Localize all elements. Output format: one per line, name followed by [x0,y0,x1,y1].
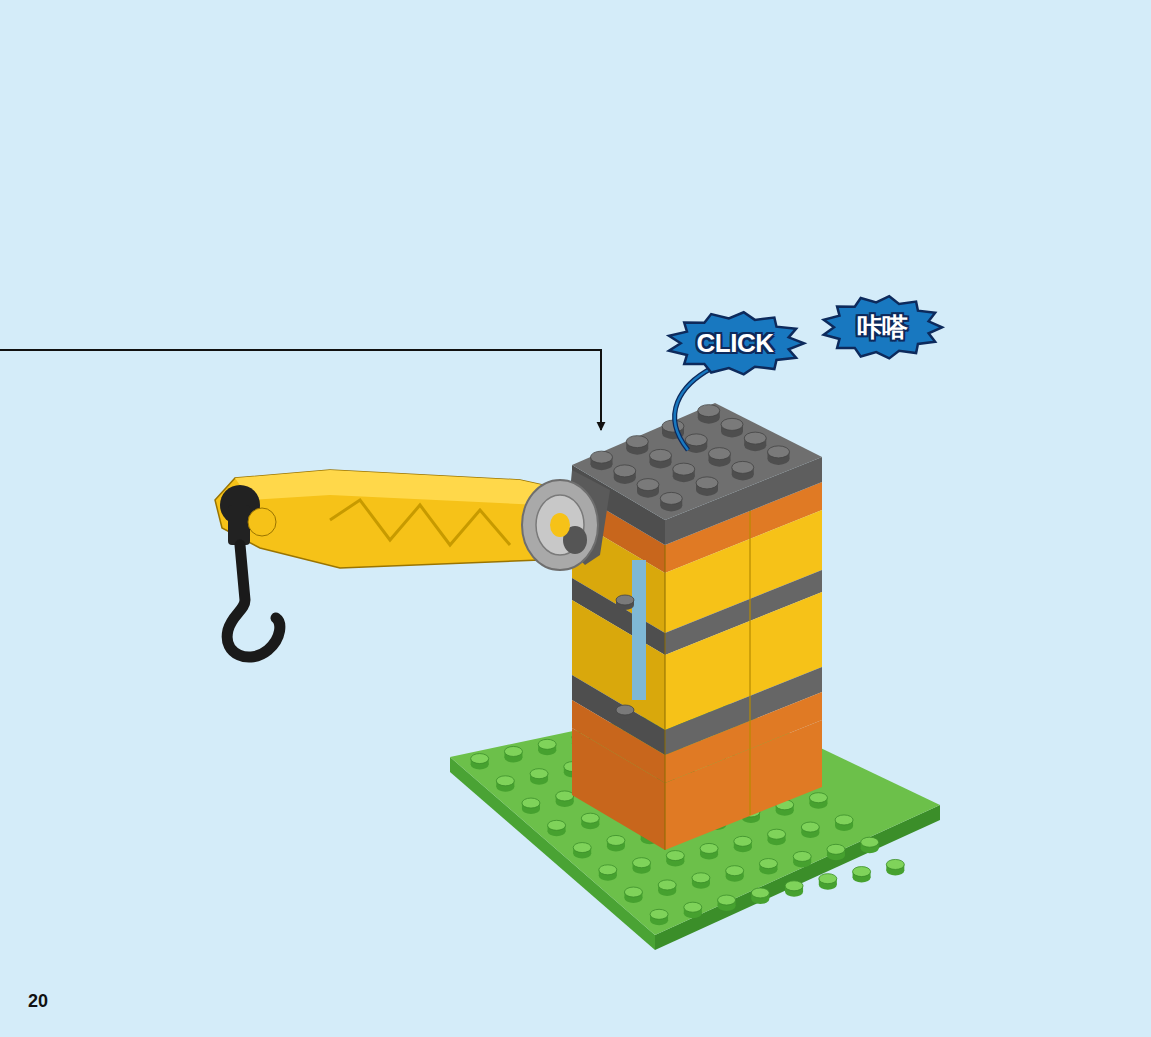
crane-arm [215,470,598,657]
callout-burst: 咔嗒 [822,296,942,359]
callout-text: CLICK [697,329,774,358]
callout-leader [675,368,712,450]
step-arrow [0,350,601,430]
page-number: 20 [28,991,48,1012]
callout-text: 咔嗒 [857,313,908,342]
callout-burst: CLICK [667,312,804,375]
brick-tower [565,403,822,850]
callout-leader [675,368,712,450]
